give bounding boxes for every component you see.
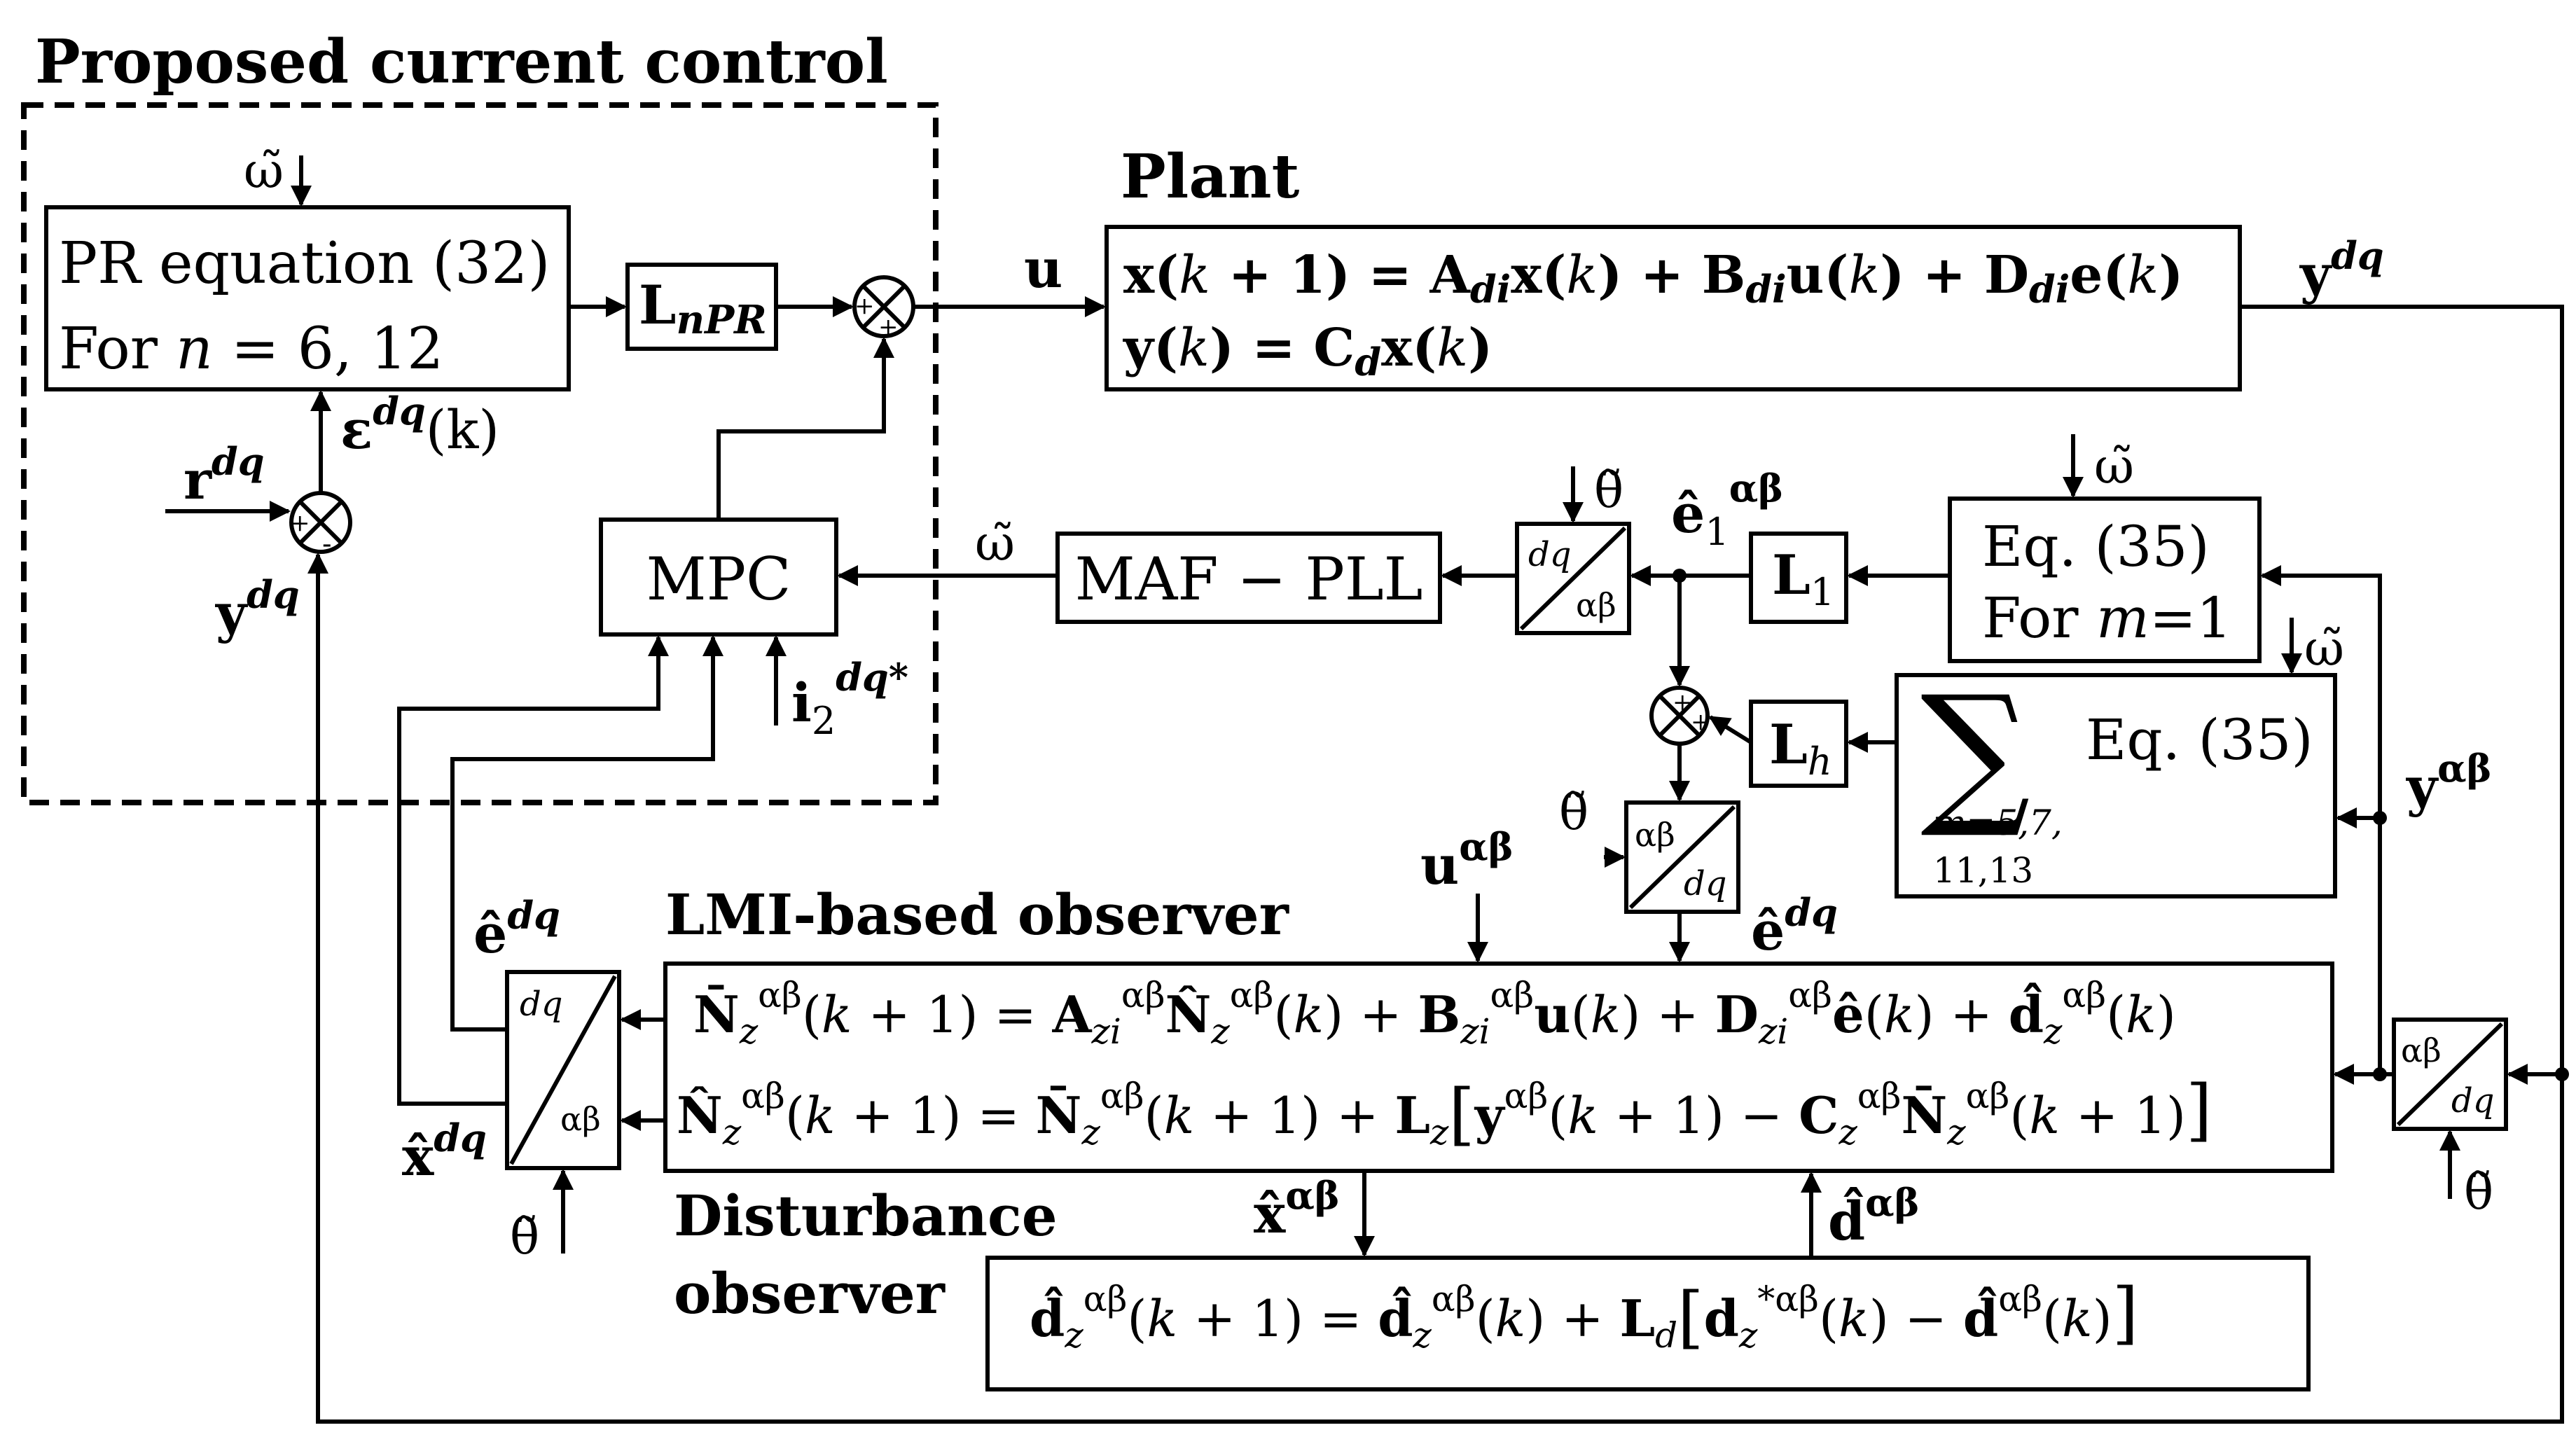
omega-label-pr: ω̃ [244,142,284,200]
pr-equation-line2: For n = 6, 12 [59,316,443,382]
mpc-label: MPC [646,545,791,613]
e-hat-dq-label-observer: êdq [1751,890,1838,962]
summing-junction-output: + + [852,275,915,341]
svg-text:αβ: αβ [2401,1032,2442,1069]
y-dq-label-feedback: ydq [215,572,300,644]
pr-equation-block[interactable]: PR equation (32) For n = 6, 12 [44,205,571,391]
r-dq-label: rdq [183,439,265,511]
lh-gain-block[interactable]: Lh [1749,700,1848,788]
theta-label-pll: θ̃ [1594,461,1623,519]
svg-text:LnPR: LnPR [639,274,767,343]
disturbance-observer-block[interactable]: d̂zαβ(k + 1) = d̂zαβ(k) + Ld[dz*αβ(k) − … [985,1256,2311,1391]
plant-title: Plant [1121,141,1300,212]
svg-text:αβ: αβ [1576,586,1616,624]
eq35-harmonic-sum-block[interactable]: ∑ Eq. (35) m=5,7, 11,13 [1895,662,2337,898]
svg-text:L1: L1 [1772,543,1834,614]
theta-label-left: θ̃ [510,1208,539,1265]
lmi-observer-block[interactable]: N̄zαβ(k + 1) = AziαβN̂zαβ(k) + Bziαβu(k)… [663,961,2334,1173]
maf-pll-block[interactable]: MAF − PLL [1055,532,1442,624]
u-label: u [1024,237,1062,300]
plant-block[interactable]: x(k + 1) = Adix(k) + Bdiu(k) + Ddie(k) y… [1105,225,2242,391]
l1-gain-block[interactable]: L1 [1749,532,1848,624]
omega-label-eq35b: ω̃ [2304,620,2344,677]
eq35-fundamental-line1: Eq. (35) [1982,514,2210,579]
e-hat-dq-label-mpc: êdq [473,893,560,965]
svg-text:dq: dq [1684,864,1726,903]
lmi-observer-title: LMI-based observer [665,882,1289,947]
svg-text:+: + [290,509,310,537]
x-hat-ab-label: x̂αβ [1254,1173,1340,1245]
y-ab-label: yαβ [2406,746,2492,818]
lnpr-gain-block[interactable]: LnPR [625,263,778,351]
epsilon-label: εdq(k) [340,389,499,461]
disturbance-observer-title-1: Disturbance [674,1183,1058,1249]
svg-text:dq: dq [2451,1081,2494,1120]
omega-label-mpc: ω̃ [975,515,1015,572]
svg-text:Lh: Lh [1769,713,1832,784]
omega-label-eq35a: ω̃ [2094,438,2134,495]
u-ab-label: uαβ [1420,824,1514,896]
svg-text:αβ: αβ [560,1100,601,1138]
theta-label-right: θ̃ [2464,1163,2493,1221]
lmi-equation-1: N̄zαβ(k + 1) = AziαβN̂zαβ(k) + Bziαβu(k)… [693,975,2176,1052]
ab-to-dq-transform-output[interactable]: αβ dq [2392,1018,2508,1131]
svg-text:αβ: αβ [1635,816,1675,854]
summation-symbol: ∑ [1920,662,2030,842]
e1-ab-label: ê1αβ [1671,466,1783,554]
mpc-block[interactable]: MPC [599,518,838,637]
x-hat-dq-label: x̂dq [402,1116,487,1188]
y-dq-label-plant: ydq [2299,233,2384,305]
svg-text:+: + [1691,708,1711,736]
plant-equation-2: y(k) = Cdx(k) [1123,318,1493,384]
eq35-harmonic-label: Eq. (35) [2086,707,2313,772]
disturbance-observer-title-2: observer [674,1261,946,1326]
svg-text:+: + [854,292,875,320]
eq35-fundamental-block[interactable]: Eq. (35) For m=1 [1948,497,2262,663]
eq35-fundamental-line2: For m=1 [1982,585,2232,651]
pr-equation-line1: PR equation (32) [59,230,550,297]
svg-text:dq: dq [1528,535,1571,574]
d-hat-ab-label: d̂αβ [1828,1180,1920,1252]
maf-pll-label: MAF − PLL [1075,545,1423,613]
plant-equation-1: x(k + 1) = Adix(k) + Bdiu(k) + Ddie(k) [1123,245,2183,312]
dq-to-ab-transform-observer-output[interactable]: dq αβ [505,970,621,1170]
summation-index-2: 11,13 [1933,850,2033,891]
i2-dq-label: i2dq* [791,655,908,743]
summing-junction-error: + - [289,491,352,560]
svg-text:-: - [322,528,332,560]
svg-text:+: + [1673,688,1693,716]
ab-to-dq-transform-observer[interactable]: αβ dq [1624,800,1740,914]
svg-text:+: + [878,313,899,341]
proposed-control-title: Proposed current control [35,27,888,97]
summing-junction-disturbance: + + [1649,686,1711,746]
svg-text:dq: dq [520,985,562,1024]
dq-to-ab-transform-pll[interactable]: dq αβ [1515,522,1631,635]
proposed-control-boundary [21,102,939,805]
theta-label-observer: θ̃ [1559,784,1588,841]
summation-index-1: m=5,7, [1933,803,2063,843]
